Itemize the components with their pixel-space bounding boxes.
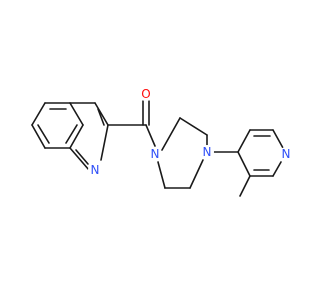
bond-benzo-inner-3	[37, 124, 50, 144]
pyridine-nitrogen-atom: N	[279, 147, 293, 161]
quinoline-nitrogen-atom: N	[88, 163, 102, 177]
amine-nitrogen-label: N	[203, 145, 212, 159]
bond-benzo-1	[31, 102, 46, 126]
bond-benzo-6	[31, 124, 46, 149]
structure-canvas: O N N N N	[31, 87, 293, 197]
bond-py-3	[272, 129, 284, 149]
bond-benzo-4	[69, 124, 84, 149]
pyridine-nitrogen-label: N	[282, 147, 291, 161]
amide-nitrogen-label: N	[151, 147, 160, 161]
bond-methyl	[239, 175, 251, 197]
amide-nitrogen-atom: N	[148, 147, 162, 161]
bond-quin-3	[100, 124, 109, 161]
bond-py-6	[237, 151, 251, 177]
oxygen-atom: O	[139, 87, 153, 101]
bond-c-n	[145, 124, 156, 147]
bond-dz-4	[189, 159, 204, 189]
bond-quin-2	[94, 102, 109, 126]
bond-benzo-inner-2	[65, 124, 78, 144]
bond-quin-inner-1	[97, 108, 105, 126]
bond-py-1	[237, 129, 251, 153]
bond-dz-2	[179, 117, 208, 136]
bond-quin-4	[69, 147, 90, 171]
atom-label-layer: O N N N N	[88, 87, 293, 177]
oxygen-label: O	[141, 87, 150, 101]
quinoline-nitrogen-label: N	[91, 163, 100, 177]
bond-benzo-3	[69, 102, 84, 126]
bond-py-4	[272, 161, 282, 177]
bond-dz-6	[157, 161, 166, 189]
bond-layer	[31, 100, 284, 197]
molecule-diagram: O N N N N	[31, 87, 293, 197]
bond-dz-1	[161, 117, 181, 151]
bond-quin-inner-2	[75, 149, 89, 165]
amine-nitrogen-atom: N	[200, 145, 214, 159]
